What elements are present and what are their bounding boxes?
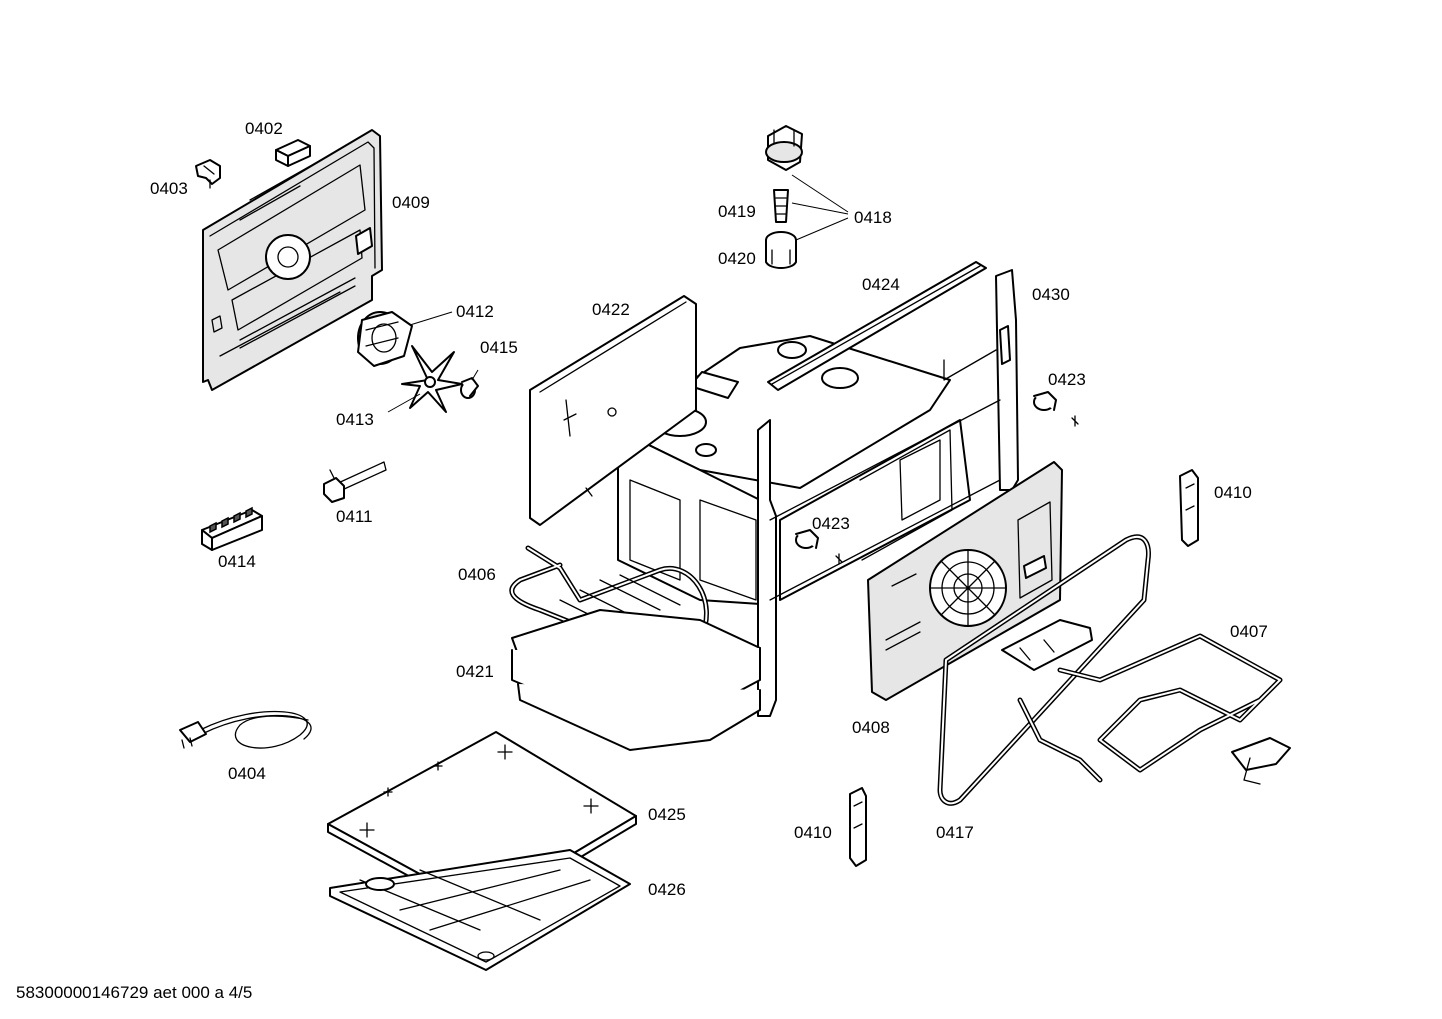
lamp-assembly-0418 bbox=[765, 125, 803, 269]
label-0406: 0406 bbox=[458, 565, 496, 584]
label-0425: 0425 bbox=[648, 805, 686, 824]
part-labels: 0402 0403 0409 0412 0415 0413 0411 0414 … bbox=[150, 119, 1268, 899]
label-0409: 0409 bbox=[392, 193, 430, 212]
label-0412: 0412 bbox=[456, 302, 494, 321]
part-0403 bbox=[195, 159, 221, 189]
front-frame-0430 bbox=[757, 269, 1019, 717]
label-0402: 0402 bbox=[245, 119, 283, 138]
label-0422: 0422 bbox=[592, 300, 630, 319]
nut-0415 bbox=[460, 377, 479, 399]
label-0410-bottom: 0410 bbox=[794, 823, 832, 842]
hinge-0410-bottom bbox=[849, 787, 867, 867]
label-0410-right: 0410 bbox=[1214, 483, 1252, 502]
bottom-frame-0426 bbox=[329, 849, 631, 971]
label-0418: 0418 bbox=[854, 208, 892, 227]
insulation-0421 bbox=[511, 609, 761, 751]
label-0415: 0415 bbox=[480, 338, 518, 357]
leader-lines bbox=[387, 174, 849, 413]
part-0402 bbox=[275, 139, 311, 167]
label-0419: 0419 bbox=[718, 202, 756, 221]
label-0421: 0421 bbox=[456, 662, 494, 681]
label-0404: 0404 bbox=[228, 764, 266, 783]
terminal-block-0414 bbox=[201, 506, 263, 551]
label-0423-lower: 0423 bbox=[812, 514, 850, 533]
side-panel-0422 bbox=[529, 295, 697, 526]
label-0411: 0411 bbox=[336, 507, 373, 526]
lamp-cover-0423-lower bbox=[795, 529, 843, 565]
heating-element-0407 bbox=[1001, 619, 1291, 785]
mains-cord-0404 bbox=[179, 710, 312, 749]
top-rail-0424 bbox=[767, 261, 987, 391]
hinge-0410-right bbox=[1179, 469, 1199, 547]
sensor-0411 bbox=[323, 461, 387, 503]
label-0413: 0413 bbox=[336, 410, 374, 429]
drawing-reference-code: 58300000146729 aet 000 a 4/5 bbox=[16, 983, 252, 1002]
back-panel-0409 bbox=[202, 129, 383, 391]
label-0423-upper: 0423 bbox=[1048, 370, 1086, 389]
label-0403: 0403 bbox=[150, 179, 188, 198]
label-0408: 0408 bbox=[852, 718, 890, 737]
label-0426: 0426 bbox=[648, 880, 686, 899]
label-0424: 0424 bbox=[862, 275, 900, 294]
label-0417: 0417 bbox=[936, 823, 974, 842]
label-0430: 0430 bbox=[1032, 285, 1070, 304]
back-wall-0408 bbox=[867, 461, 1063, 701]
fan-motor-0412 bbox=[357, 311, 413, 367]
label-0414: 0414 bbox=[218, 552, 256, 571]
grill-element-0417 bbox=[937, 534, 1151, 806]
fan-blade-0413 bbox=[401, 345, 463, 413]
label-0420: 0420 bbox=[718, 249, 756, 268]
label-0407: 0407 bbox=[1230, 622, 1268, 641]
lamp-cover-0423-upper bbox=[1033, 391, 1079, 427]
